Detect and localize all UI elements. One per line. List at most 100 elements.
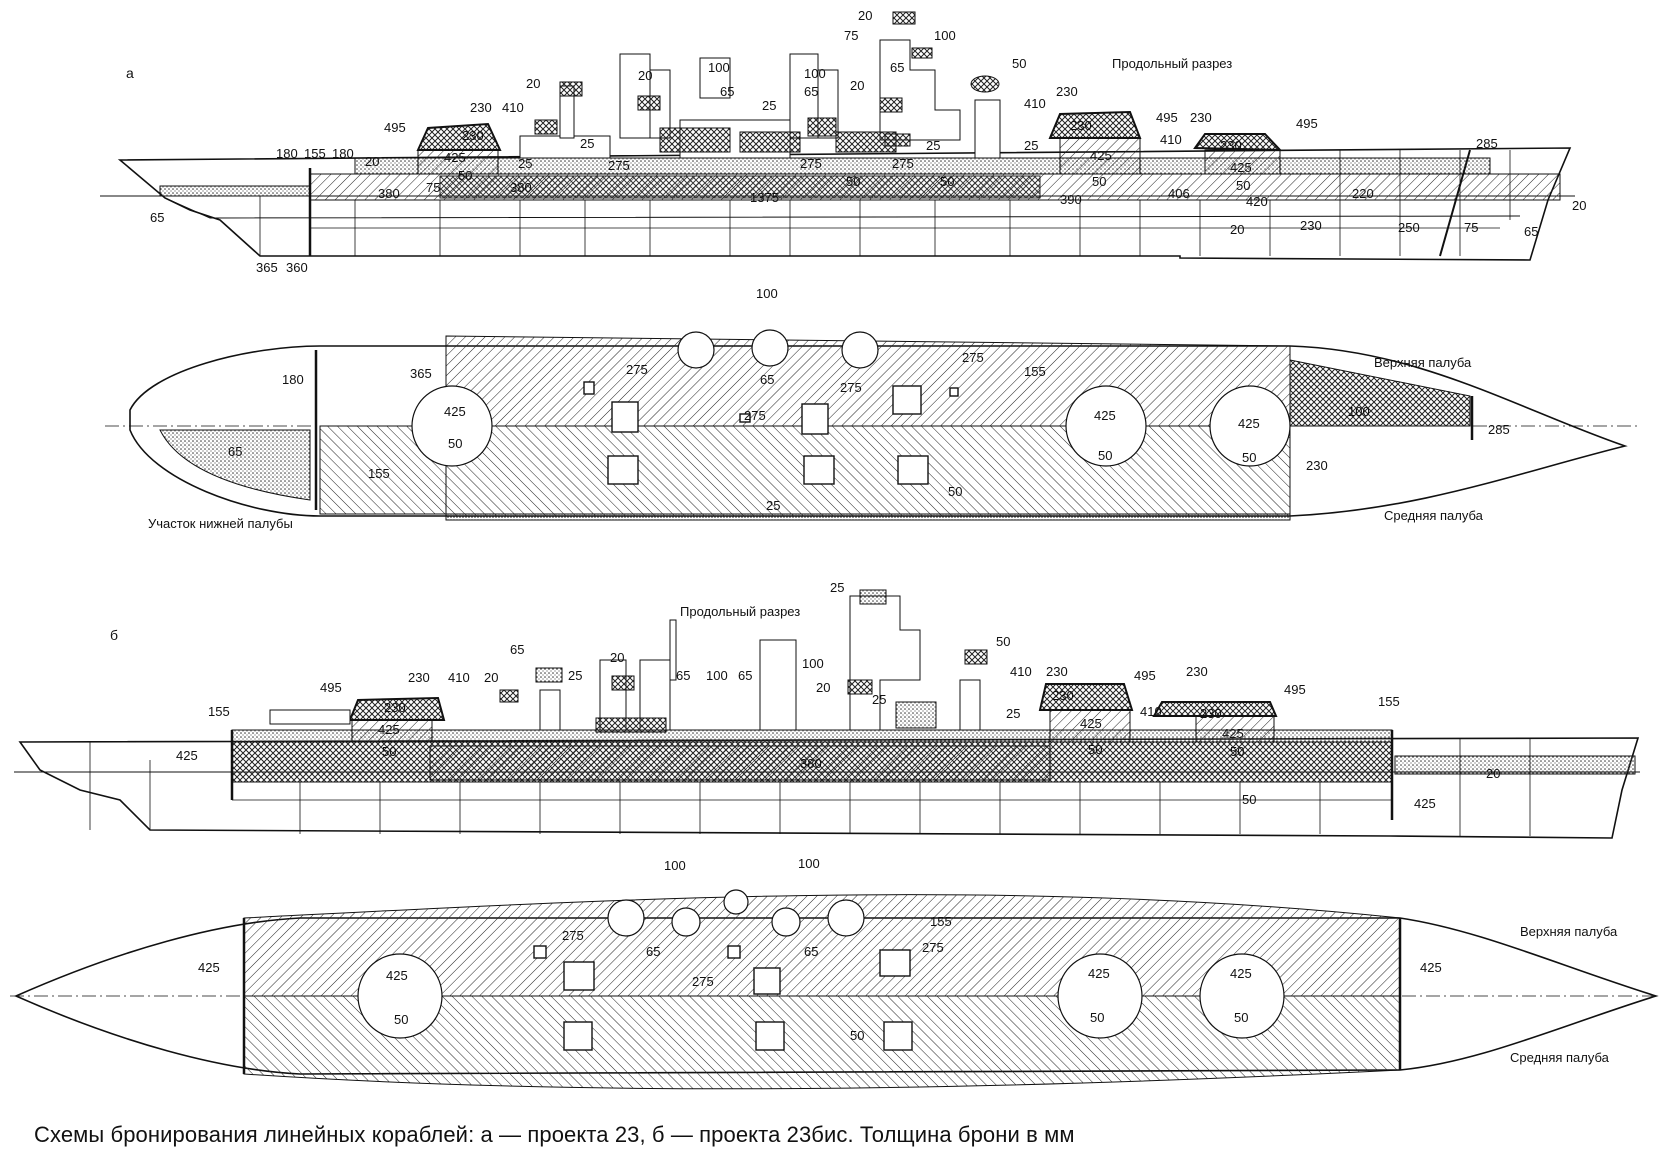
armor-thickness-label: 155	[1378, 694, 1400, 709]
armor-thickness-label: 20	[1486, 766, 1500, 781]
armor-thickness-label: 50	[1230, 744, 1244, 759]
side-labels-a: 65 365 360 180 155 180 20 380 75 50 380 …	[150, 8, 1586, 275]
middle-deck-label-b: Средняя палуба	[1510, 1050, 1610, 1065]
armour-patches-a	[534, 11, 1000, 153]
armor-thickness-label: 20	[1230, 222, 1244, 237]
armor-thickness-label: 180	[276, 146, 298, 161]
armor-thickness-label: 425	[1238, 416, 1260, 431]
armour-patches-b	[499, 589, 988, 733]
armor-thickness-label: 425	[1230, 966, 1252, 981]
aft-bulkhead-a	[1439, 149, 1471, 257]
armor-thickness-label: 230	[1186, 664, 1208, 679]
armor-thickness-label: 180	[282, 372, 304, 387]
middle-deck-armor-a	[445, 425, 1291, 517]
barbette-3-b	[1195, 715, 1275, 743]
armor-thickness-label: 220	[1352, 186, 1374, 201]
armor-thickness-label: 65	[228, 444, 242, 459]
armor-thickness-label: 410	[502, 100, 524, 115]
armor-thickness-label: 495	[1134, 668, 1156, 683]
armor-thickness-label: 100	[802, 656, 824, 671]
armor-thickness-label: 25	[1006, 706, 1020, 721]
armor-thickness-label: 275	[626, 362, 648, 377]
armor-thickness-label: 20	[850, 78, 864, 93]
armor-thickness-label: 180	[332, 146, 354, 161]
armor-thickness-label: 155	[930, 914, 952, 929]
armor-thickness-label: 250	[1398, 220, 1420, 235]
armor-thickness-label: 50	[1098, 448, 1112, 463]
armor-thickness-label: 425	[1414, 796, 1436, 811]
diagram-a-side-view: а Продольный разрез	[100, 8, 1586, 275]
armor-thickness-label: 25	[926, 138, 940, 153]
armor-thickness-label: 285	[1488, 422, 1510, 437]
armor-thickness-label: 230	[1056, 84, 1078, 99]
armor-thickness-label: 65	[720, 84, 734, 99]
armor-thickness-label: 155	[1024, 364, 1046, 379]
armor-thickness-label: 50	[1242, 450, 1256, 465]
armor-thickness-label: 25	[830, 580, 844, 595]
armor-thickness-label: 50	[1092, 174, 1106, 189]
armor-thickness-label: 100	[756, 286, 778, 301]
armor-thickness-label: 20	[484, 670, 498, 685]
armor-thickness-label: 50	[850, 1028, 864, 1043]
armor-thickness-label: 20	[610, 650, 624, 665]
armor-thickness-label: 275	[922, 940, 944, 955]
armor-thickness-label: 50	[382, 744, 396, 759]
armor-thickness-label: 495	[384, 120, 406, 135]
armor-thickness-label: 425	[1420, 960, 1442, 975]
armor-thickness-label: 410	[1160, 132, 1182, 147]
armor-thickness-label: 410	[1024, 96, 1046, 111]
armor-thickness-label: 155	[208, 704, 230, 719]
armor-thickness-label: 495	[1156, 110, 1178, 125]
armor-thickness-label: 50	[394, 1012, 408, 1027]
barbette-3-a	[1204, 149, 1281, 175]
plan-labels-a: 100 180 365 425 50 65 155 155 275 275 27…	[228, 286, 1510, 513]
armor-thickness-label: 20	[365, 154, 379, 169]
armor-thickness-label: 365	[410, 366, 432, 381]
armor-thickness-label: 100	[804, 66, 826, 81]
compartment-lines-a	[259, 150, 1511, 256]
lower-deck-label-a: Участок нижней палубы	[148, 516, 293, 531]
armor-thickness-label: 100	[934, 28, 956, 43]
armor-thickness-label: 275	[744, 408, 766, 423]
armor-thickness-label: 495	[320, 680, 342, 695]
armor-thickness-label: 50	[948, 484, 962, 499]
diagram-b-plan-view: 100 100 65 65 155 275 275 275 425 425 42…	[10, 856, 1660, 1090]
armor-thickness-label: 50	[1242, 792, 1256, 807]
armor-thickness-label: 275	[800, 156, 822, 171]
armor-thickness-label: 100	[664, 858, 686, 873]
armor-thickness-label: 155	[304, 146, 326, 161]
armor-thickness-label: 230	[1052, 688, 1074, 703]
diagram-b-letter: б	[110, 627, 118, 643]
middle-deck-label-a: Средняя палуба	[1384, 508, 1484, 523]
armor-thickness-label: 100	[798, 856, 820, 871]
armor-thickness-label: 65	[890, 60, 904, 75]
armor-thickness-label: 230	[1306, 458, 1328, 473]
armor-thickness-label: 275	[692, 974, 714, 989]
armor-thickness-label: 50	[1234, 1010, 1248, 1025]
armor-thickness-label: 100	[708, 60, 730, 75]
armor-thickness-label: 100	[1348, 404, 1370, 419]
armor-thickness-label: 50	[846, 174, 860, 189]
armor-thickness-label: 420	[1246, 194, 1268, 209]
armor-thickness-label: 275	[840, 380, 862, 395]
armor-thickness-label: 230	[1220, 138, 1242, 153]
armor-thickness-label: 20	[1572, 198, 1586, 213]
armor-thickness-label: 25	[568, 668, 582, 683]
armor-thickness-label: 20	[526, 76, 540, 91]
armor-thickness-label: 360	[286, 260, 308, 275]
armor-thickness-label: 495	[1296, 116, 1318, 131]
armor-thickness-label: 20	[638, 68, 652, 83]
figure-caption: Схемы бронирования линейных кораблей: а …	[34, 1122, 1075, 1147]
armor-thickness-label: 425	[1080, 716, 1102, 731]
armor-thickness-label: 65	[804, 84, 818, 99]
armor-thickness-label: 75	[426, 180, 440, 195]
armor-thickness-label: 275	[892, 156, 914, 171]
diagram-b-section-title: Продольный разрез	[680, 604, 800, 619]
armor-thickness-label: 20	[858, 8, 872, 23]
armor-thickness-label: 275	[562, 928, 584, 943]
armor-thickness-label: 406	[1168, 186, 1190, 201]
diagram-a-plan-view: 100 180 365 425 50 65 155 155 275 275 27…	[105, 286, 1640, 531]
armor-thickness-label: 230	[1190, 110, 1212, 125]
armor-thickness-label: 285	[1476, 136, 1498, 151]
